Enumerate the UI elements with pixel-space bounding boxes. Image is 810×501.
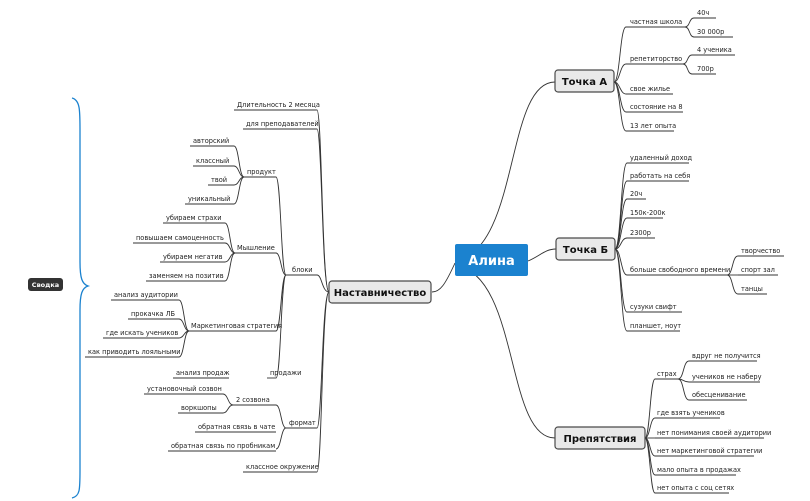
leaf: Длительность 2 месяца (237, 101, 320, 109)
leaf: где взять учеников (657, 409, 725, 417)
leaf: 700р (697, 65, 714, 73)
leaf: классное окружение (246, 463, 319, 471)
leaf: 4 ученика (697, 46, 732, 54)
leaf: 30 000р (697, 28, 724, 36)
tochka-b-connectors (614, 162, 739, 332)
leaf: 20ч (630, 190, 642, 198)
leaf: 2 созвона (236, 396, 270, 404)
leaf: планшет, ноут (630, 322, 681, 330)
leaf: частная школа (630, 18, 682, 26)
leaf: 150к-200к (630, 209, 666, 217)
leaf: блоки (292, 266, 313, 274)
leaf: работать на себя (630, 172, 690, 180)
leaf: анализ продаж (176, 369, 230, 377)
leaf: 40ч (697, 9, 709, 17)
leaf: формат (289, 419, 316, 427)
leaf: учеников не наберу (692, 373, 762, 381)
prepyatstviya-connectors (644, 360, 690, 494)
leaf: нет понимания своей аудитории (657, 429, 771, 437)
nastavnichestvo-underlines (85, 109, 317, 473)
leaf: повышаем самоценность (136, 234, 224, 242)
leaf: репетиторство (630, 55, 682, 63)
nastavnichestvo-node[interactable]: Наставничество (328, 280, 432, 304)
summary-bracket (71, 97, 91, 499)
leaf: классный (196, 157, 229, 165)
prepyatstviya-node[interactable]: Препятствия (554, 426, 646, 450)
tochka-a-title: Точка А (562, 77, 608, 88)
leaf: спорт зал (741, 266, 775, 274)
leaf: 13 лет опыта (630, 122, 676, 130)
tochka-b-underlines (627, 162, 784, 332)
leaf: где искать учеников (106, 329, 178, 337)
prepyatstviya-title: Препятствия (564, 434, 637, 445)
leaf: для преподавателей (246, 120, 319, 128)
leaf: анализ аудитории (114, 291, 178, 299)
leaf: состояние на 8 (630, 103, 683, 111)
nastavnichestvo-connectors (178, 109, 330, 473)
leaf: сузуки свифт (630, 303, 677, 311)
leaf: прокачка ЛБ (131, 310, 176, 318)
leaf: творчество (741, 247, 780, 255)
leaf: удаленный доход (630, 154, 693, 162)
leaf: уникальный (188, 195, 230, 203)
leaf: твой (211, 176, 227, 184)
leaf: убираем негатив (163, 253, 223, 261)
leaf: больше свободного времени (630, 266, 730, 274)
leaf: Маркетинговая стратегия (191, 322, 282, 330)
leaf: воркшопы (181, 404, 217, 412)
tochka-a-node[interactable]: Точка А (554, 69, 615, 93)
leaf: обесценивание (692, 391, 746, 399)
tochka-b-title: Точка Б (563, 245, 608, 256)
leaf: продажи (270, 369, 301, 377)
leaf: установочный созвон (147, 385, 222, 393)
leaf: нет маркетинговой стратегии (657, 447, 762, 455)
leaf: обратная связь по пробникам (171, 442, 275, 450)
leaf: танцы (741, 285, 763, 293)
leaf: мало опыта в продажах (657, 466, 741, 474)
leaf: 2300р (630, 229, 651, 237)
leaf: нет опыта с соц сетях (657, 484, 734, 492)
tochka-b-node[interactable]: Точка Б (555, 237, 616, 261)
prepyatstviya-underlines (655, 360, 764, 494)
leaf: заменяем на позитив (149, 272, 224, 280)
root-node[interactable]: Алина (455, 244, 528, 276)
summary-label: Сводка (32, 281, 59, 289)
tochka-a-connectors (613, 17, 695, 132)
leaf: авторский (193, 137, 229, 145)
leaf: вдруг не получится (692, 352, 761, 360)
tochka-a-underlines (626, 17, 735, 132)
nastavnichestvo-title: Наставничество (334, 288, 427, 299)
root-title: Алина (468, 254, 514, 269)
leaf: продукт (247, 168, 276, 176)
leaf: обратная связь в чате (198, 423, 275, 431)
summary-node[interactable]: Сводка (28, 278, 63, 291)
leaf: Мышление (237, 244, 275, 252)
leaf: убираем страхи (166, 214, 222, 222)
leaf: как приводить лояльными (88, 348, 181, 356)
leaf: свое жилье (630, 85, 670, 93)
leaf: страх (657, 370, 677, 378)
